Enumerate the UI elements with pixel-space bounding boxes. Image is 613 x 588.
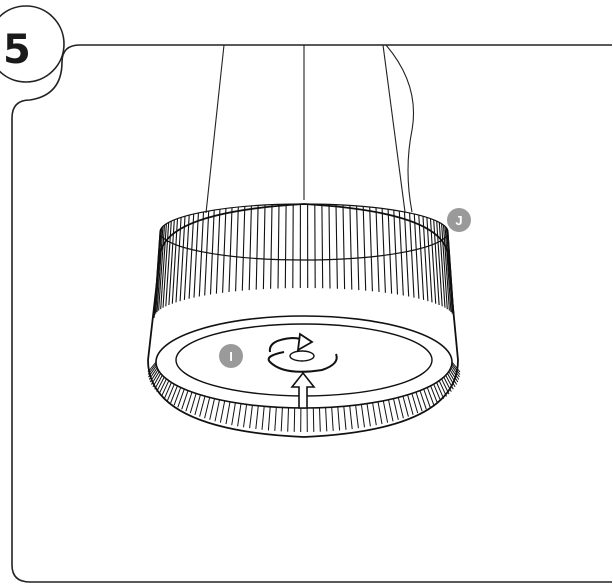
- step-number: 5: [3, 27, 31, 73]
- shade-bottom-slat: [294, 408, 295, 432]
- fitting-hole: [290, 351, 314, 361]
- callout-shade: J: [447, 208, 471, 232]
- suspension-cables: [206, 45, 414, 213]
- svg-text:I: I: [229, 349, 233, 364]
- svg-text:J: J: [455, 213, 462, 228]
- cable-right: [383, 45, 405, 212]
- power-cord: [386, 45, 414, 212]
- shade-bottom-slat: [313, 408, 314, 432]
- callout-diffuser: I: [219, 344, 243, 368]
- cable-left: [206, 45, 224, 213]
